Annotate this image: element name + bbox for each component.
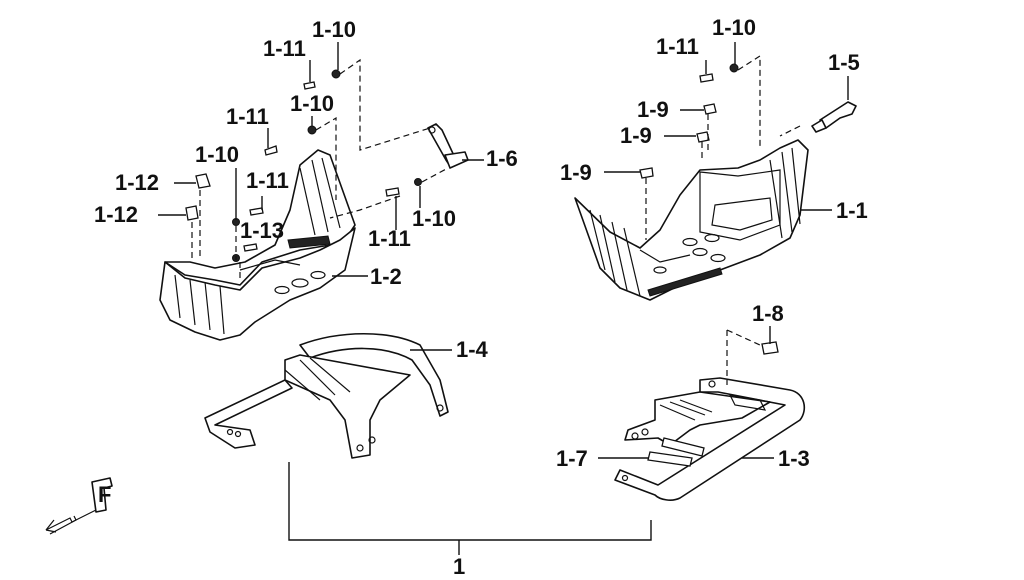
label-1-10-c: 1-10 <box>195 142 239 167</box>
right-bracket-frame-part <box>614 377 806 501</box>
assembly-label: 1 <box>453 554 465 579</box>
label-1-10-e: 1-10 <box>712 15 756 40</box>
fasteners <box>185 63 779 467</box>
front-direction-indicator: F <box>45 477 113 535</box>
label-1-2: 1-2 <box>370 264 402 289</box>
label-1-11-d: 1-11 <box>368 226 411 251</box>
label-1-11-c: 1-11 <box>246 168 289 193</box>
leader-lines <box>158 42 849 459</box>
label-1-5: 1-5 <box>828 50 860 75</box>
label-1-11-e: 1-11 <box>656 34 699 59</box>
label-1-3: 1-3 <box>778 446 810 471</box>
label-1-6: 1-6 <box>486 146 518 171</box>
assembly-guide-lines <box>191 54 801 385</box>
label-1-13: 1-13 <box>240 218 284 243</box>
front-indicator-label: F <box>98 482 111 507</box>
label-1-12-b: 1-12 <box>94 202 138 227</box>
label-1-11-b: 1-11 <box>226 104 269 129</box>
label-1-7: 1-7 <box>556 446 588 471</box>
part-labels: 1-10 1-11 1-10 1-11 1-10 1-12 1-11 1-12 … <box>94 15 868 579</box>
label-1-8: 1-8 <box>752 301 784 326</box>
assembly-bracket <box>288 462 652 555</box>
label-1-9-c: 1-9 <box>560 160 592 185</box>
label-1-9-b: 1-9 <box>620 123 652 148</box>
label-1-1: 1-1 <box>836 198 868 223</box>
right-footrest-part <box>574 139 809 301</box>
clip-part-1-5 <box>811 101 857 133</box>
label-1-10-a: 1-10 <box>312 17 356 42</box>
rod-part-1-6 <box>427 123 469 169</box>
label-1-9-a: 1-9 <box>637 97 669 122</box>
label-1-12-a: 1-12 <box>115 170 159 195</box>
label-1-10-d: 1-10 <box>412 206 456 231</box>
label-1-11-a: 1-11 <box>263 36 306 61</box>
label-1-10-b: 1-10 <box>290 91 334 116</box>
left-bracket-frame-part <box>204 332 449 459</box>
label-1-4: 1-4 <box>456 337 489 362</box>
